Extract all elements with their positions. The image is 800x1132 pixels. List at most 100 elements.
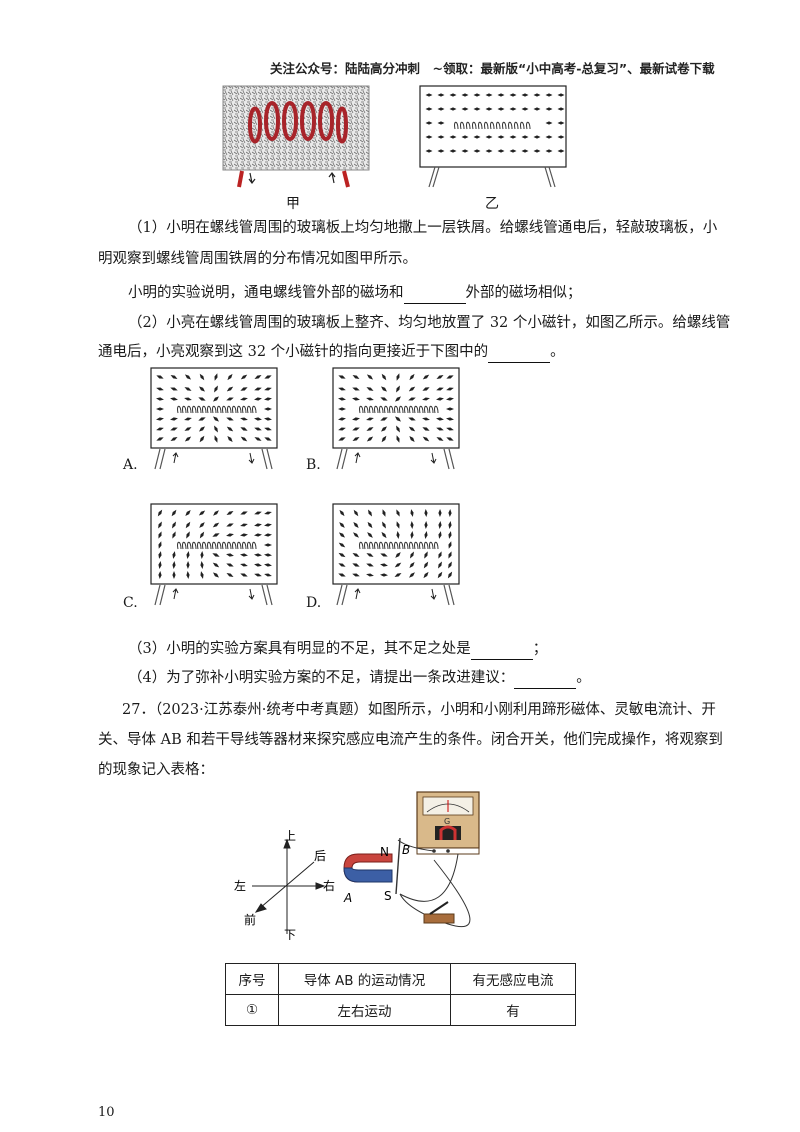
compass-needle-icon (473, 135, 481, 139)
compass-needle-icon (199, 522, 205, 528)
compass-needle-icon (214, 435, 218, 443)
compass-needle-icon (425, 135, 433, 139)
compass-needle-icon (396, 521, 400, 529)
magnet-south-label: S (384, 889, 392, 903)
option-b-figure[interactable] (332, 367, 462, 473)
switch[interactable] (423, 901, 455, 924)
compass-needle-icon (448, 541, 452, 549)
compass-needle-icon (184, 374, 192, 380)
compass-needle-icon (254, 427, 262, 431)
compass-needle-icon (240, 533, 248, 537)
compass-needle-icon (198, 397, 206, 401)
compass-needle-icon (339, 522, 345, 528)
compass-needle-icon (172, 531, 176, 539)
axis-left-label: 左 (234, 878, 246, 893)
compass-needle-icon (422, 436, 430, 442)
compass-needle-icon (158, 521, 162, 529)
compass-needle-icon (226, 510, 234, 516)
compass-needle-icon (254, 553, 262, 557)
compass-needle-icon (240, 563, 248, 567)
compass-needle-icon (184, 387, 192, 391)
q3-answer-blank[interactable] (470, 643, 533, 660)
compass-needle-icon (353, 532, 359, 538)
compass-needle-icon (186, 551, 190, 559)
compass-needle-icon (446, 407, 454, 411)
compass-needle-icon (446, 387, 454, 391)
compass-needle-icon (172, 561, 176, 569)
compass-needle-icon (212, 553, 220, 557)
compass-needle-icon (240, 387, 248, 391)
compass-needle-icon (497, 135, 505, 139)
compass-needle-icon (438, 551, 442, 559)
glass-plate (150, 503, 278, 585)
compass-needle-icon (438, 521, 442, 529)
compass-needle-icon (533, 135, 541, 139)
compass-needle-icon (409, 436, 415, 442)
support-leg (336, 584, 455, 606)
compass-needle-icon (395, 416, 401, 422)
compass-needle-icon (352, 417, 360, 421)
q3-pre: （3）小明的实验方案具有明显的不足，其不足之处是 (128, 641, 471, 657)
option-b-label: B. (306, 457, 321, 473)
q3-line: （3）小明的实验方案具有明显的不足，其不足之处是； (128, 638, 547, 660)
compass-needle-icon (422, 417, 430, 421)
depth-axis (259, 861, 315, 909)
compass-needle-icon (422, 387, 430, 391)
support-leg (428, 166, 440, 188)
q4-answer-blank[interactable] (514, 672, 577, 689)
compass-needle-icon (338, 552, 346, 558)
q2-line2-post: 。 (550, 344, 565, 360)
compass-needle-icon (422, 374, 430, 380)
support-leg (544, 166, 556, 188)
compass-needle-icon (437, 149, 445, 153)
compass-needle-icon (545, 135, 553, 139)
q1-line3: 小明的实验说明，通电螺线管外部的磁场和外部的磁场相似； (128, 282, 582, 304)
compass-needle-icon (158, 541, 162, 549)
compass-needle-icon (485, 135, 493, 139)
compass-needle-icon (226, 426, 234, 432)
compass-needle-icon (366, 436, 374, 442)
compass-needle-icon (380, 397, 388, 401)
compass-needle-icon (338, 387, 346, 391)
compass-needle-icon (395, 552, 401, 558)
compass-needle-icon (157, 509, 163, 517)
compass-needle-icon (473, 149, 481, 153)
compass-needle-icon (227, 373, 233, 381)
compass-needle-icon (156, 397, 164, 401)
compass-needle-icon (408, 426, 416, 432)
compass-needle-icon (395, 396, 401, 402)
compass-needle-icon (438, 509, 442, 517)
compass-needle-icon (366, 374, 374, 380)
compass-needle-icon (226, 397, 234, 401)
q27-line1: 27．（2023·江苏泰州·统考中考真题）如图所示，小明和小刚利用蹄形磁体、灵敏… (122, 702, 716, 718)
compass-needle-icon (254, 533, 262, 537)
option-a-figure[interactable] (150, 367, 280, 473)
compass-needle-icon (338, 407, 346, 411)
compass-needle-icon (366, 397, 374, 401)
compass-needle-icon (264, 407, 272, 411)
compass-needle-icon (380, 573, 388, 577)
figure-jia-label: 甲 (286, 196, 300, 212)
compass-needle-icon (170, 437, 178, 441)
horseshoe-magnet (343, 853, 393, 883)
q2-line2-pre: 通电后，小亮观察到这 32 个小磁针的指向更接近于下图中的 (98, 344, 489, 360)
q27-line2: 关、导体 AB 和若干导线等器材来探究感应电流产生的条件。闭合开关，他们完成操作… (98, 732, 723, 748)
compass-needle-icon (158, 531, 162, 539)
q4-line: （4）为了弥补小明实验方案的不足，请提出一条改进建议：。 (128, 667, 591, 689)
col-header-index: 序号 (225, 963, 279, 995)
compass-needle-icon (214, 373, 218, 381)
compass-needle-icon (352, 437, 360, 441)
compass-needle-icon (353, 522, 359, 528)
compass-needle-icon (264, 437, 272, 441)
q1-answer-blank[interactable] (403, 287, 466, 304)
right-arrow-icon (315, 882, 326, 890)
compass-needle-icon (264, 573, 272, 577)
current-arrow-icon (172, 588, 255, 600)
compass-needle-icon (423, 571, 429, 579)
option-d-figure[interactable] (332, 503, 462, 609)
option-c-figure[interactable] (150, 503, 280, 609)
compass-needle-icon (338, 437, 346, 441)
compass-needle-icon (214, 425, 218, 433)
q2-answer-blank[interactable] (488, 346, 551, 363)
q1-line2: 明观察到螺线管周围铁屑的分布情况如图甲所示。 (98, 251, 417, 267)
